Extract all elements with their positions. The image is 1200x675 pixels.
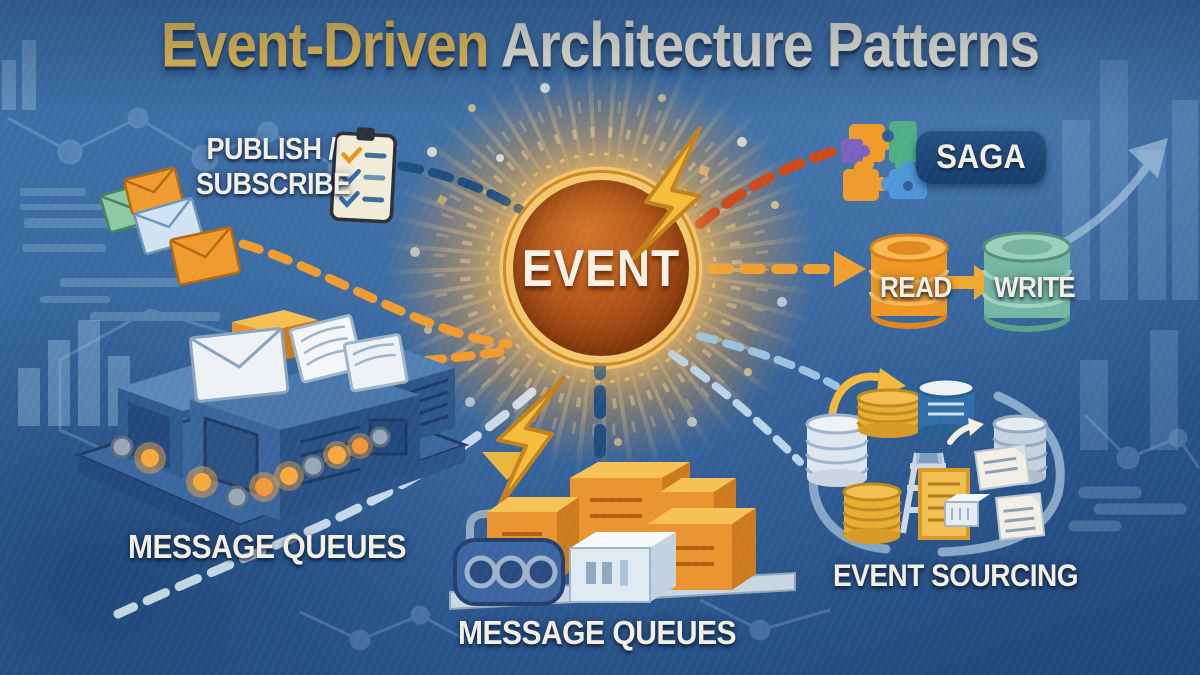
bar-chart-icon	[2, 40, 130, 426]
pubsub-label-line2: SUBSCRIBE	[196, 167, 351, 201]
message-queues-center-label: MESSAGE QUEUES	[458, 614, 737, 652]
message-queues-left-label: MESSAGE QUEUES	[128, 528, 407, 566]
saga-badge: SAGA	[916, 130, 1046, 184]
page-title: Event-Driven Architecture Patterns	[0, 8, 1200, 82]
saga-label: SAGA	[936, 137, 1026, 176]
roller-panel	[453, 538, 565, 606]
read-label: READ	[880, 270, 952, 304]
write-label: WRITE	[994, 270, 1076, 304]
conveyor-lights	[110, 426, 391, 509]
title-rest: Architecture Patterns	[488, 9, 1040, 81]
event-label: EVENT	[521, 238, 681, 298]
growth-arrow-icon	[1048, 138, 1168, 254]
pubsub-label: PUBLISH / SUBSCRIBE	[196, 132, 351, 201]
event-sourcing-label: EVENT SOURCING	[833, 558, 1079, 593]
read-write-arrow-icon	[946, 265, 998, 300]
bar-chart-icon	[1062, 60, 1198, 450]
blueprint-lines	[20, 188, 252, 472]
pubsub-label-line1: PUBLISH /	[206, 132, 336, 166]
title-highlight: Event-Driven	[161, 9, 489, 81]
event-circle: EVENT	[506, 173, 696, 363]
